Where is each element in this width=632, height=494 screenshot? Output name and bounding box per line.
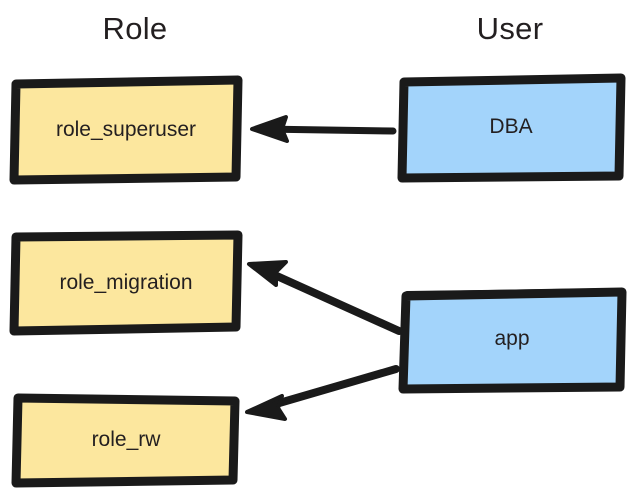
edge-app-to-role-rw: [245, 365, 400, 421]
edge-dba-to-role-superuser: [250, 115, 397, 143]
column-title-role: Role: [102, 11, 168, 46]
node-role-migration-shape: [9, 230, 243, 336]
column-title-user: User: [476, 11, 544, 46]
node-role-superuser-shape: [9, 75, 243, 185]
node-role-rw-shape: [11, 393, 240, 488]
node-app-shape: [398, 287, 627, 394]
node-dba-shape: [397, 73, 626, 183]
node-app[interactable]: app: [398, 284, 627, 394]
edge-app-to-role-migration: [247, 260, 403, 335]
